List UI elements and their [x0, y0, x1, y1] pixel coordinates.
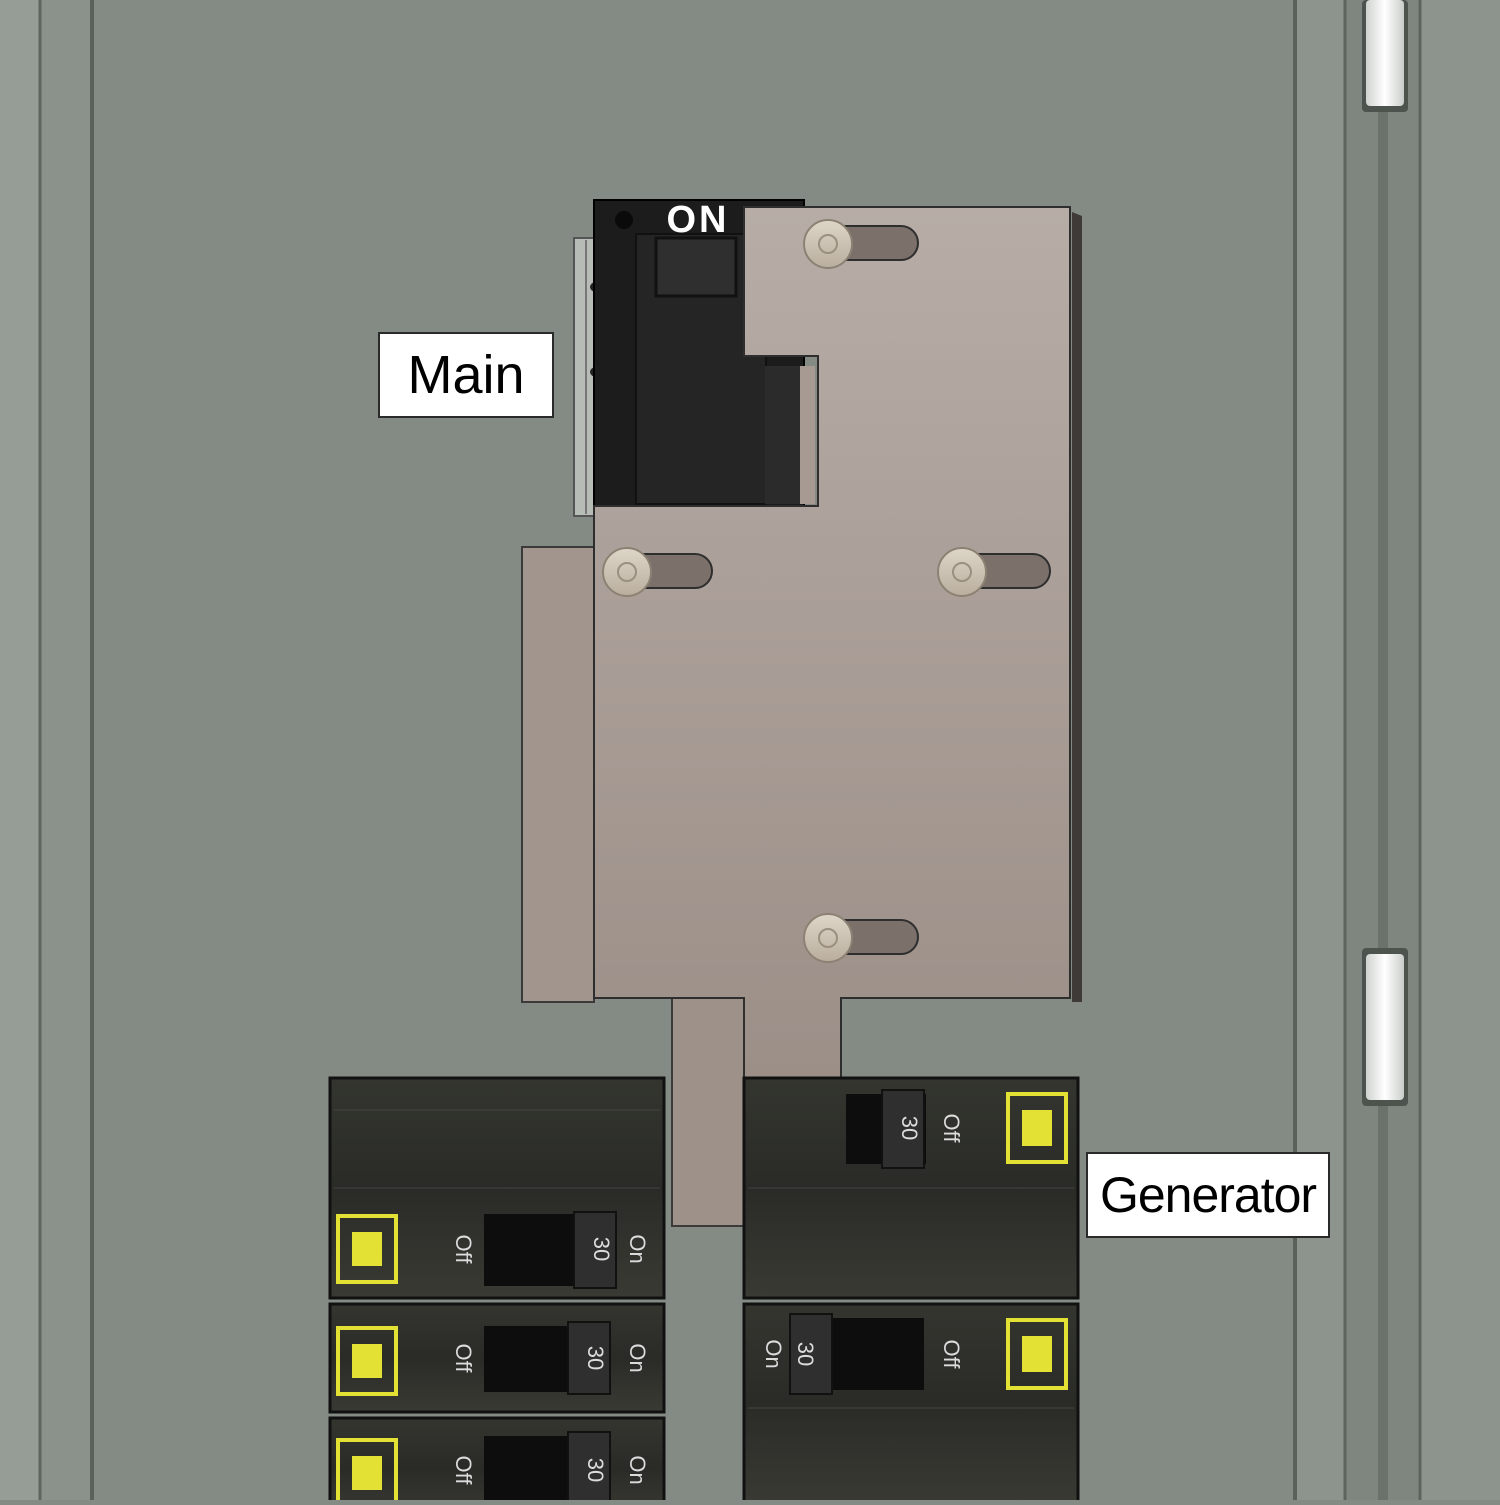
hinge-bottom [1362, 948, 1408, 1106]
svg-text:30: 30 [589, 1237, 614, 1261]
main-label: Main [378, 332, 554, 418]
svg-text:30: 30 [897, 1116, 922, 1140]
slot-bolt-left [602, 547, 713, 597]
svg-text:Off: Off [939, 1114, 964, 1144]
breaker-generator[interactable]: 30 Off [742, 1076, 1080, 1300]
generator-label: Generator [1086, 1152, 1330, 1238]
slot-bolt-bottom [803, 913, 919, 963]
breaker-left-2[interactable]: Off 30 On [328, 1302, 666, 1414]
indicator-dot [615, 211, 633, 229]
breaker-left-1[interactable]: Off 30 On [328, 1076, 666, 1300]
main-breaker-handle [654, 236, 738, 298]
interlock-left-tab [521, 546, 595, 1003]
svg-text:On: On [761, 1339, 786, 1368]
svg-text:Off: Off [451, 1456, 476, 1486]
svg-text:30: 30 [793, 1342, 818, 1366]
svg-text:On: On [625, 1455, 650, 1484]
interlock-stem-back [671, 997, 745, 1227]
breaker-accent [336, 1214, 398, 1284]
svg-text:30: 30 [583, 1458, 608, 1482]
main-on-label: ON [667, 199, 730, 241]
main-breaker[interactable]: ON [573, 199, 805, 517]
slot-bolt-right [937, 547, 1051, 597]
svg-text:Off: Off [451, 1344, 476, 1374]
interlock-plate [593, 206, 1071, 1223]
svg-text:Off: Off [939, 1340, 964, 1370]
svg-text:30: 30 [583, 1346, 608, 1370]
svg-text:Off: Off [451, 1235, 476, 1265]
slot-bolt-top [803, 219, 919, 269]
svg-text:On: On [625, 1343, 650, 1372]
breaker-accent [1006, 1092, 1068, 1164]
hinge-top [1362, 0, 1408, 112]
svg-text:On: On [625, 1234, 650, 1263]
breaker-right-2[interactable]: On 30 Off [742, 1302, 1080, 1505]
breaker-left-3[interactable]: Off 30 On [328, 1416, 666, 1505]
